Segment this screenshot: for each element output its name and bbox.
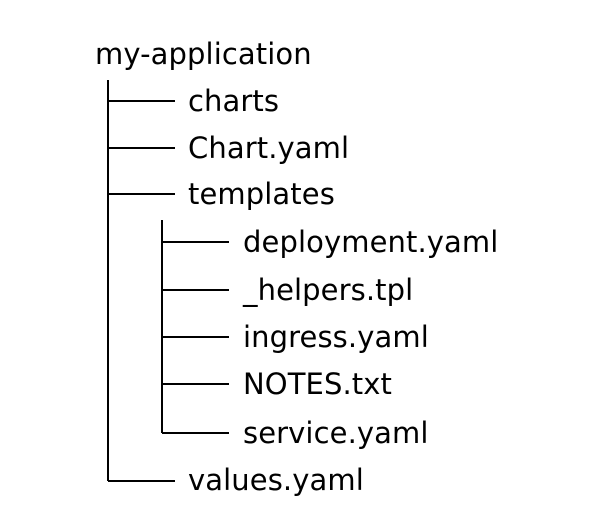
tree-node-helpers-tpl: _helpers.tpl [243, 273, 414, 307]
tree-node-service-yaml: service.yaml [243, 416, 429, 450]
tree-node-deployment-yaml: deployment.yaml [243, 225, 499, 259]
tree-node-chart-yaml: Chart.yaml [188, 131, 350, 165]
tree-node-notes-txt: NOTES.txt [243, 367, 392, 401]
tree-root-label: my-application [95, 37, 312, 71]
tree-node-values-yaml: values.yaml [188, 463, 364, 497]
tree-node-ingress-yaml: ingress.yaml [243, 320, 429, 354]
tree-node-templates: templates [188, 177, 335, 211]
tree-node-charts: charts [188, 84, 280, 118]
